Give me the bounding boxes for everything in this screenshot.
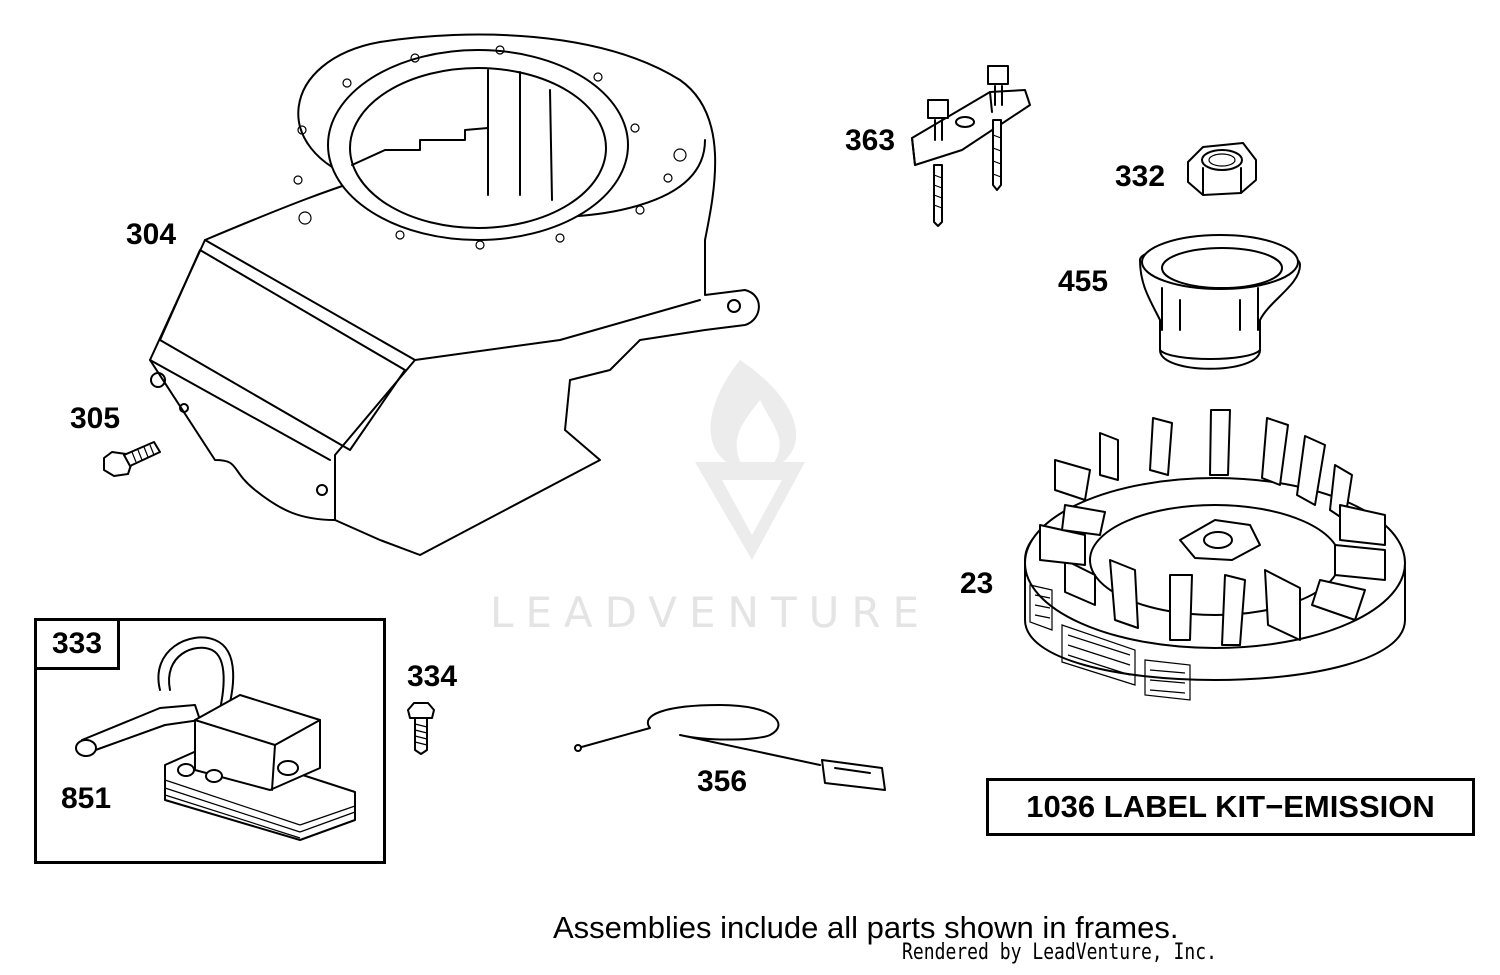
- callout-305: 305: [70, 402, 121, 435]
- watermark-text: LEADVENTURE: [490, 588, 932, 637]
- callout-304: 304: [126, 218, 177, 251]
- callout-455: 455: [1058, 265, 1109, 298]
- callout-356: 356: [697, 765, 748, 798]
- ground-wire-356-drawing: [574, 704, 886, 791]
- flywheel-23-drawing: [1024, 409, 1406, 701]
- assembly-frame: [34, 618, 386, 864]
- footnote: Assemblies include all parts shown in fr…: [553, 910, 1179, 945]
- bolt-305-drawing: [103, 441, 161, 477]
- nut-332-drawing: [1187, 142, 1257, 196]
- blower-housing-drawing: [149, 33, 760, 556]
- screw-334-drawing: [407, 702, 435, 755]
- armature-333-drawing: [75, 636, 356, 841]
- render-credit: Rendered by LeadVenture, Inc.: [902, 940, 1217, 965]
- starter-cup-455-drawing: [1139, 234, 1301, 370]
- callout-333: 333: [34, 618, 120, 670]
- callout-23: 23: [960, 567, 994, 600]
- callout-332: 332: [1115, 160, 1166, 193]
- bracket-363-drawing: [911, 65, 1031, 227]
- label-kit-box: 1036 LABEL KIT−EMISSION: [986, 778, 1475, 836]
- callout-851: 851: [61, 782, 112, 815]
- callout-363: 363: [845, 124, 896, 157]
- callout-334: 334: [407, 660, 458, 693]
